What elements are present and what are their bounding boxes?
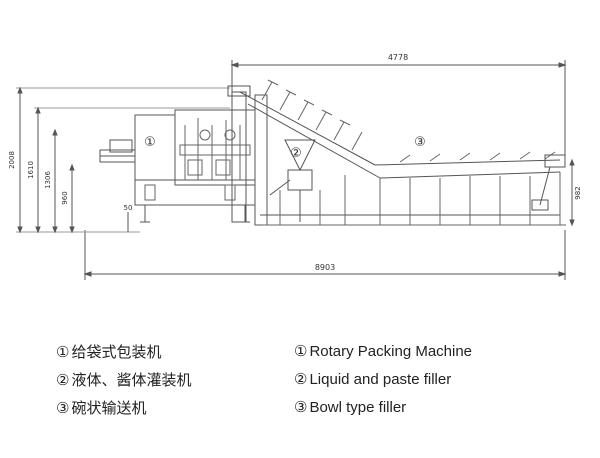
dim-label-960: 960 xyxy=(61,191,69,204)
dim-arrows xyxy=(17,86,75,234)
legend-number: ③ xyxy=(56,399,70,417)
legend-label: 碗状输送机 xyxy=(71,399,147,417)
legend-item: ① Rotary Packing Machine xyxy=(294,338,472,366)
liquid-filler-hopper xyxy=(284,139,316,172)
dim-label-982: 982 xyxy=(574,186,582,199)
dim-arrows xyxy=(230,62,567,68)
dim-arrows xyxy=(569,158,575,227)
conveyor-end-head xyxy=(544,154,566,168)
legend-chinese: ① 给袋式包装机 ② 液体、酱体灌装机 ③ 碗状输送机 xyxy=(56,338,191,422)
horizontal-conveyor-bottom xyxy=(379,171,561,179)
legend-number: ① xyxy=(294,343,308,360)
legend-item: ② 液体、酱体灌装机 xyxy=(56,366,191,394)
legend-label: 给袋式包装机 xyxy=(71,343,162,361)
dim-label-top: 4778 xyxy=(388,53,408,62)
legend-item: ③ Bowl type filler xyxy=(294,394,472,422)
filler-column xyxy=(231,91,247,223)
bag-magazine xyxy=(109,139,133,153)
legend-number: ② xyxy=(56,371,70,389)
legend-label: Bowl type filler xyxy=(309,399,407,416)
legend-item: ③ 碗状输送机 xyxy=(56,394,191,422)
rotary-machine-frame xyxy=(174,109,256,186)
legend-english: ① Rotary Packing Machine ② Liquid and pa… xyxy=(294,338,472,422)
legend-label: Rotary Packing Machine xyxy=(309,343,473,360)
legend-label: Liquid and paste filler xyxy=(309,371,452,388)
legend-number: ③ xyxy=(294,399,308,416)
legend-item: ① 给袋式包装机 xyxy=(56,338,191,366)
conveyor-motor xyxy=(531,199,549,211)
filler-head xyxy=(227,85,251,97)
rotary-machine-base xyxy=(134,179,256,206)
legend-item: ② Liquid and paste filler xyxy=(294,366,472,394)
legend-label: 液体、酱体灌装机 xyxy=(71,371,192,389)
dim-label-50: 50 xyxy=(124,204,133,212)
callout-2: ② xyxy=(290,146,302,161)
callout-3: ③ xyxy=(414,135,426,150)
callout-1: ① xyxy=(144,135,156,150)
legend-number: ② xyxy=(294,371,308,388)
horizontal-conveyor-top xyxy=(374,159,561,166)
incline-conveyor-top xyxy=(239,91,376,166)
dim-label-1610: 1610 xyxy=(27,161,35,179)
legend-number: ① xyxy=(56,343,70,361)
dim-label-1306: 1306 xyxy=(44,171,52,189)
liquid-filler-body xyxy=(287,169,313,191)
dim-label-2008: 2008 xyxy=(8,151,16,169)
machine-drawing: 4778 8903 2008 1610 1306 960 50 982 ① ② … xyxy=(8,53,582,280)
dim-arrows xyxy=(83,271,567,277)
frame-post xyxy=(254,94,268,226)
dim-label-bottom: 8903 xyxy=(315,263,335,272)
